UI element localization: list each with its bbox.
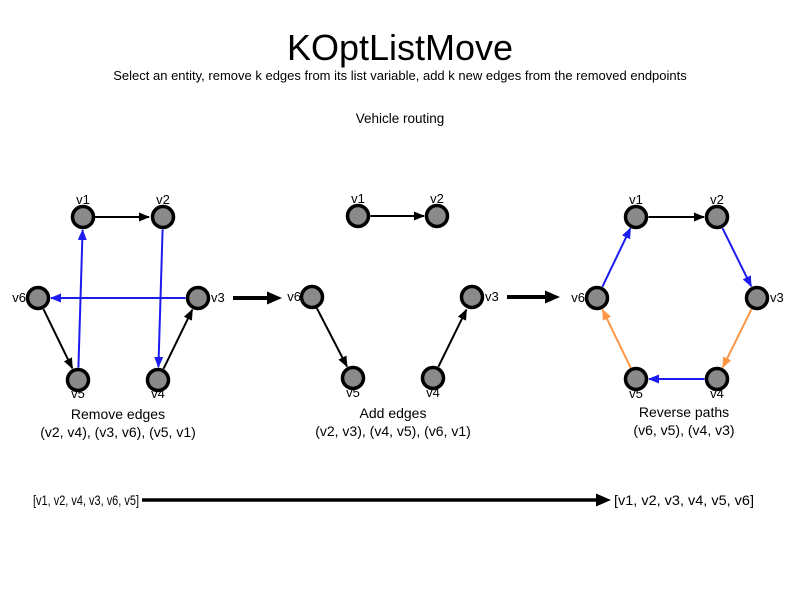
caption-reverse-paths-detail: (v6, v5), (v4, v3) [633, 422, 734, 438]
node-v6 [299, 284, 325, 310]
node-v1 [623, 204, 649, 230]
sequence-before: [v1, v2, v4, v3, v6, v5] [33, 492, 139, 508]
caption-remove-edges-title: Remove edges [71, 406, 165, 422]
node-label-v4: v4 [710, 386, 724, 401]
node-label-v3: v3 [211, 290, 225, 305]
graph-remove-edges: v1 v2 v6 v3 v5 v4 Remove edges (v2, v4),… [12, 192, 224, 440]
node-v5 [623, 366, 649, 392]
node-label-v5: v5 [629, 386, 643, 401]
node-label-v5: v5 [346, 385, 360, 400]
node-label-v6: v6 [287, 289, 301, 304]
node-label-v2: v2 [710, 192, 724, 207]
caption-remove-edges-detail: (v2, v4), (v3, v6), (v5, v1) [40, 424, 196, 440]
node-v6 [584, 285, 610, 311]
caption-add-edges-title: Add edges [360, 405, 427, 421]
node-label-v2: v2 [430, 191, 444, 206]
node-v4 [704, 366, 730, 392]
new-edge-v6-v1 [601, 227, 632, 288]
node-label-v6: v6 [571, 290, 585, 305]
node-v2 [704, 204, 730, 230]
node-v1 [345, 203, 371, 229]
node-v4 [145, 367, 171, 393]
node-label-v3: v3 [485, 289, 499, 304]
node-label-v5: v5 [71, 386, 85, 401]
reversed-edge-v5-v6 [601, 308, 632, 369]
node-v6 [25, 285, 51, 311]
edge-v6-v5 [315, 307, 348, 368]
edge-v6-v5 [42, 308, 74, 370]
graph-add-edges: v1 v2 v6 v3 v5 v4 Add edges (v2, v3), (v… [287, 191, 498, 439]
node-label-v1: v1 [76, 192, 90, 207]
node-v3 [459, 284, 485, 310]
removed-edge-v5-v1 [77, 229, 87, 368]
node-v5 [340, 365, 366, 391]
node-v2 [424, 203, 450, 229]
node-v3 [185, 285, 211, 311]
edge-v4-v3 [437, 308, 468, 368]
graph-reverse-paths: v1 v2 v6 v3 v5 v4 Reverse paths (v6, v5)… [571, 192, 783, 438]
page-title: KOptListMove [286, 27, 514, 68]
caption-reverse-paths-title: Reverse paths [639, 404, 729, 420]
node-label-v1: v1 [351, 191, 365, 206]
new-edge-v2-v3 [721, 227, 753, 288]
node-label-v4: v4 [151, 386, 165, 401]
node-v4 [420, 365, 446, 391]
node-label-v2: v2 [156, 192, 170, 207]
node-label-v4: v4 [426, 385, 440, 400]
node-label-v6: v6 [12, 290, 26, 305]
node-label-v3: v3 [770, 290, 784, 305]
node-label-v1: v1 [629, 192, 643, 207]
node-v3 [744, 285, 770, 311]
subtitle: Select an entity, remove k edges from it… [113, 68, 687, 83]
caption-add-edges-detail: (v2, v3), (v4, v5), (v6, v1) [315, 423, 471, 439]
sequence-after: [v1, v2, v3, v4, v5, v6] [614, 492, 754, 508]
reversed-edge-v3-v4 [721, 308, 753, 369]
use-case-label: Vehicle routing [355, 111, 445, 126]
sequence-transformation: [v1, v2, v4, v3, v6, v5] [v1, v2, v3, v4… [33, 492, 754, 508]
edge-v4-v3 [162, 308, 194, 370]
node-v5 [65, 367, 91, 393]
node-v1 [70, 204, 96, 230]
node-v2 [150, 204, 176, 230]
